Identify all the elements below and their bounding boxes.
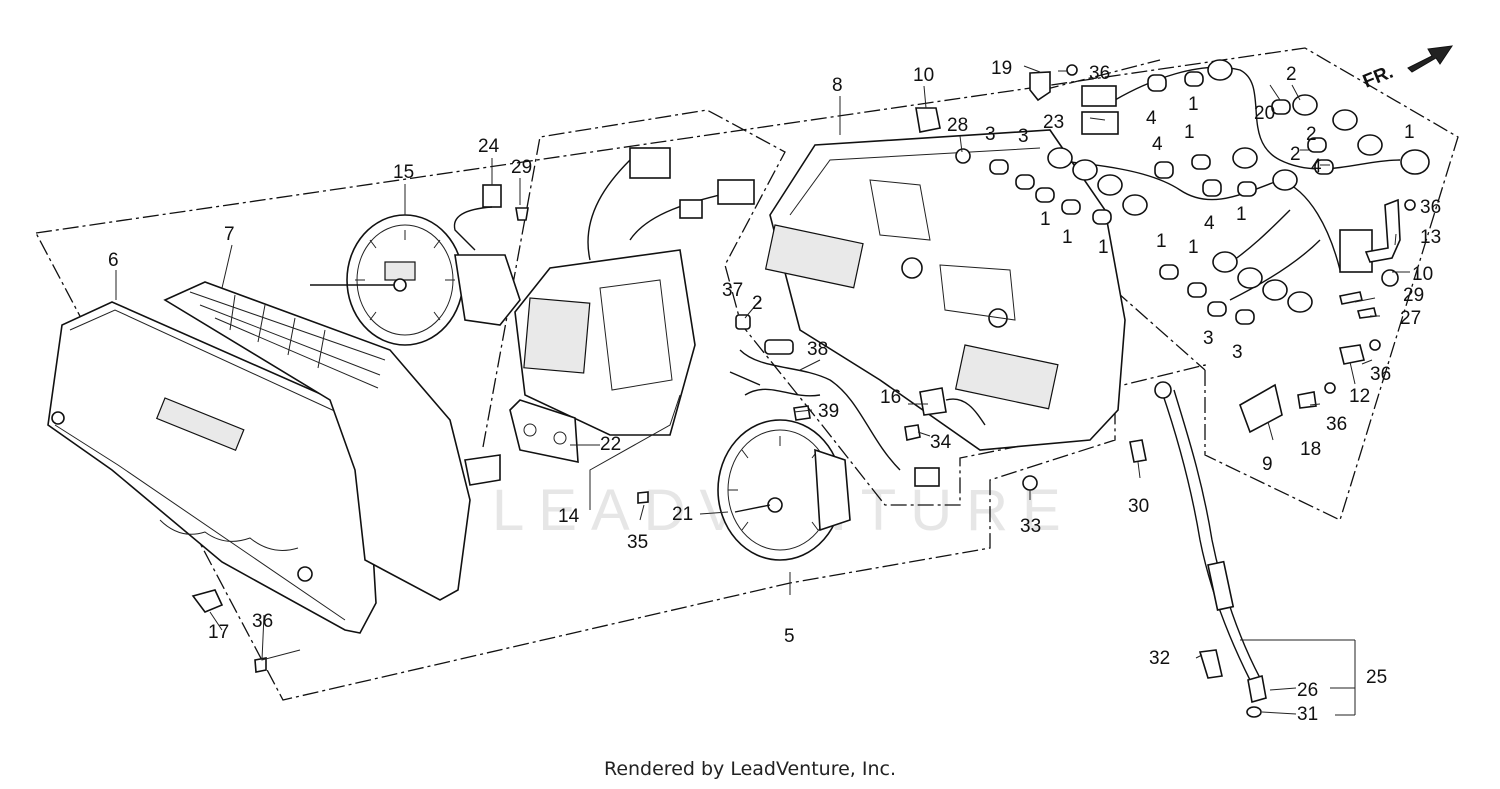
callout-2: 2 xyxy=(1306,124,1317,145)
part-bulbs xyxy=(989,71,1334,325)
callout-36: 36 xyxy=(1370,364,1391,385)
part-meter-visor xyxy=(163,281,501,601)
footer-credit: Rendered by LeadVenture, Inc. xyxy=(603,758,897,780)
part-switch-panel xyxy=(509,399,579,463)
callout-36: 36 xyxy=(1089,63,1110,84)
callout-31: 31 xyxy=(1297,704,1318,725)
callout-18: 18 xyxy=(1300,439,1321,460)
callout-4: 4 xyxy=(1146,108,1157,129)
callout-2: 2 xyxy=(752,293,763,314)
callout-32: 32 xyxy=(1149,648,1170,669)
callout-26: 26 xyxy=(1297,680,1318,701)
direction-arrow-icon xyxy=(1407,45,1454,73)
callout-6: 6 xyxy=(108,250,119,271)
part-screw-29-top xyxy=(515,207,529,221)
callout-1: 1 xyxy=(1062,227,1073,248)
callout-3: 3 xyxy=(985,124,996,145)
callout-3: 3 xyxy=(1018,126,1029,147)
callout-12: 12 xyxy=(1349,386,1370,407)
callout-13: 13 xyxy=(1420,227,1441,248)
callout-21: 21 xyxy=(672,504,693,525)
callout-39: 39 xyxy=(818,401,839,422)
callout-27: 27 xyxy=(1400,308,1421,329)
callout-4: 4 xyxy=(1204,213,1215,234)
part-tachometer xyxy=(310,214,521,346)
part-sub-harness xyxy=(729,339,940,487)
callout-4: 4 xyxy=(1152,134,1163,155)
callout-38: 38 xyxy=(807,339,828,360)
callout-19: 19 xyxy=(991,58,1012,79)
callout-3: 3 xyxy=(1203,328,1214,349)
callout-29: 29 xyxy=(511,157,532,178)
part-display-unit xyxy=(514,147,755,436)
callouts: 1 1 1 1 1 1 1 1 1 2 2 2 2 3 3 3 3 4 4 4 … xyxy=(108,58,1441,725)
callout-1: 1 xyxy=(1188,94,1199,115)
callout-1: 1 xyxy=(1156,231,1167,252)
callout-1: 1 xyxy=(1184,122,1195,143)
front-direction-indicator: FR. xyxy=(1360,45,1454,93)
callout-20: 20 xyxy=(1254,103,1275,124)
callout-15: 15 xyxy=(393,162,414,183)
callout-3: 3 xyxy=(1232,342,1243,363)
callout-36: 36 xyxy=(252,611,273,632)
direction-label: FR. xyxy=(1360,62,1396,93)
callout-1: 1 xyxy=(1236,204,1247,225)
callout-1: 1 xyxy=(1188,237,1199,258)
callout-30: 30 xyxy=(1128,496,1149,517)
leader-lines xyxy=(115,65,1410,716)
part-meter-lens xyxy=(47,301,384,634)
callout-2: 2 xyxy=(1286,64,1297,85)
callout-7: 7 xyxy=(224,224,235,245)
callout-22: 22 xyxy=(600,434,621,455)
callout-4: 4 xyxy=(1311,156,1322,177)
callout-10: 10 xyxy=(1412,264,1433,285)
part-meter-housing xyxy=(764,129,1126,451)
part-connector-24 xyxy=(453,184,502,251)
callout-33: 33 xyxy=(1020,516,1041,537)
callout-24: 24 xyxy=(478,136,500,157)
part-wire-harness xyxy=(1047,59,1430,313)
part-socket-37 xyxy=(735,314,751,330)
callout-2: 2 xyxy=(1290,144,1301,165)
callout-1: 1 xyxy=(1404,122,1415,143)
callout-1: 1 xyxy=(1098,237,1109,258)
callout-17: 17 xyxy=(208,622,229,643)
callout-36: 36 xyxy=(1326,414,1347,435)
callout-16: 16 xyxy=(880,387,901,408)
part-sensor-16 xyxy=(919,387,986,426)
callout-14: 14 xyxy=(558,506,580,527)
callout-29: 29 xyxy=(1403,285,1424,306)
callout-23: 23 xyxy=(1043,112,1064,133)
callout-25: 25 xyxy=(1366,667,1387,688)
callout-5: 5 xyxy=(784,626,795,647)
callout-28: 28 xyxy=(947,115,968,136)
callout-1: 1 xyxy=(1040,209,1051,230)
callout-34: 34 xyxy=(930,432,952,453)
callout-9: 9 xyxy=(1262,454,1273,475)
part-speedometer xyxy=(717,419,851,561)
callout-36: 36 xyxy=(1420,197,1441,218)
callout-8: 8 xyxy=(832,75,843,96)
callout-37: 37 xyxy=(722,280,743,301)
callout-35: 35 xyxy=(627,532,648,553)
callout-10: 10 xyxy=(913,65,934,86)
